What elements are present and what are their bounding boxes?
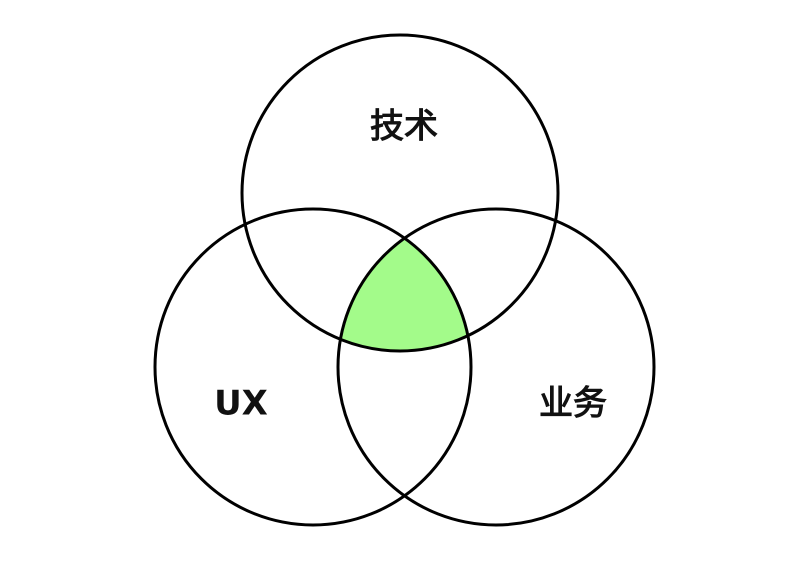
label-business: 业务 (539, 384, 607, 424)
circle-ux (153, 207, 473, 527)
circle-tech (240, 33, 560, 353)
triple-intersection-highlight (338, 209, 471, 351)
circle-business (336, 207, 656, 527)
label-tech: 技术 (370, 107, 438, 147)
label-ux: UX (214, 384, 268, 424)
